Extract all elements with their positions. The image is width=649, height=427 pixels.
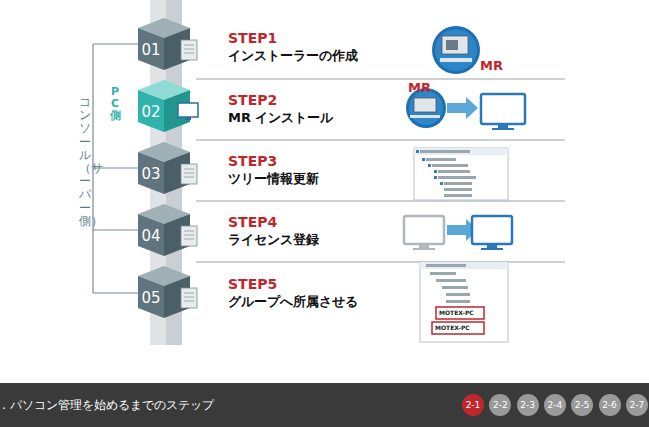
step-heading: STEP5 <box>228 276 277 292</box>
page-button: 2-6 <box>599 394 621 416</box>
doc-icon <box>181 40 197 308</box>
license-icon <box>404 216 512 250</box>
vertical-label: コンソール（サーバー側） <box>79 96 91 228</box>
step-heading: STEP4 <box>228 214 277 230</box>
installer-icon <box>432 26 480 74</box>
page-button: 2-1 <box>462 394 484 416</box>
pc-icon <box>178 103 198 120</box>
pc-name: MOTEX-PC <box>439 309 474 316</box>
page-number: 2-5 <box>575 400 590 410</box>
pc-name: MOTEX-PC <box>435 324 470 331</box>
step-body: MR インストール <box>228 109 333 127</box>
footer-bar <box>0 383 649 427</box>
step-body: ライセンス登録 <box>228 231 319 249</box>
step-number: 01 <box>141 41 160 59</box>
step-cube: 05 <box>138 286 164 310</box>
page-number: 2-1 <box>466 400 481 410</box>
mr-mark: MR <box>480 58 503 73</box>
step-cube: 01 <box>138 38 164 62</box>
step-number: 05 <box>141 289 160 307</box>
bracket <box>93 44 138 293</box>
step-body: グループへ所属させる <box>228 293 358 311</box>
page-button: 2-7 <box>626 394 648 416</box>
pc-side-label: PC側 <box>108 86 122 122</box>
step-number: 02 <box>141 103 160 121</box>
step-heading: STEP1 <box>228 30 277 46</box>
step-number: 04 <box>141 227 160 245</box>
step-heading: STEP2 <box>228 92 277 108</box>
page-number: 2-2 <box>493 400 508 410</box>
step-number: 03 <box>141 165 160 183</box>
step-body: ツリー情報更新 <box>228 170 319 188</box>
mr-mark: MR <box>408 80 431 95</box>
separator <box>196 79 565 262</box>
step-cube: 02 <box>138 100 164 124</box>
step-heading: STEP3 <box>228 153 277 169</box>
footer-title: . パソコン管理を始めるまでのステップ <box>2 397 214 414</box>
page-number: 2-3 <box>520 400 535 410</box>
page-number: 2-4 <box>548 400 563 410</box>
tree-screenshot <box>414 148 508 200</box>
group-screenshot <box>420 262 508 342</box>
page-number: 2-7 <box>629 400 644 410</box>
page-button: 2-3 <box>517 394 539 416</box>
step-cube: 03 <box>138 162 164 186</box>
page-button: 2-4 <box>544 394 566 416</box>
step-cube: 04 <box>138 224 164 248</box>
step-body: インストーラーの作成 <box>228 47 358 65</box>
page-number: 2-6 <box>602 400 617 410</box>
